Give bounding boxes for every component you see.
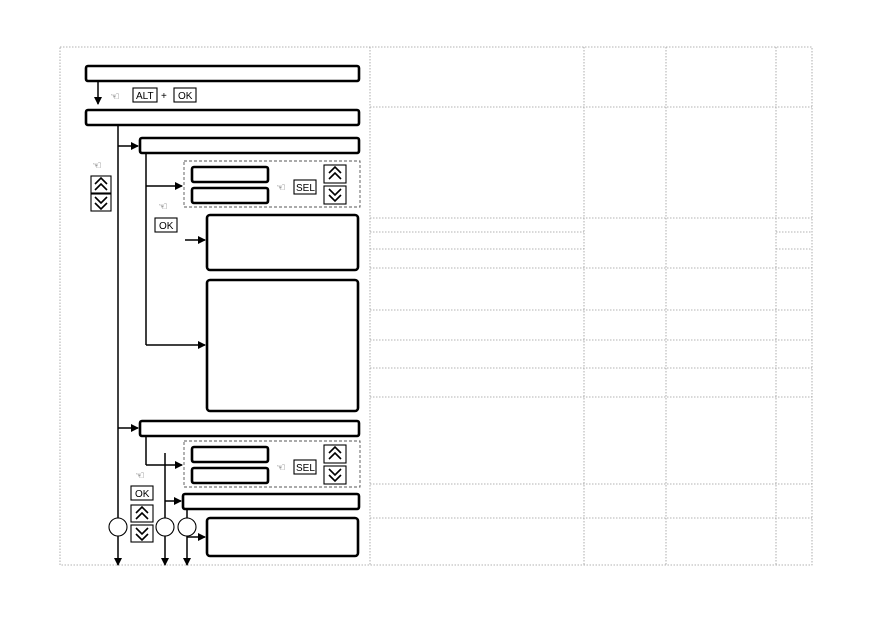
up-double-chevron-icon bbox=[90, 175, 112, 194]
ok-key bbox=[154, 217, 178, 233]
circle-connector-icon bbox=[155, 517, 175, 537]
circle-connector-icon bbox=[177, 517, 197, 537]
selection-group-1 bbox=[183, 160, 361, 208]
menu-box-root bbox=[84, 64, 361, 83]
hand-press-icon: ☜ bbox=[276, 461, 286, 474]
alt-key-label: ALT bbox=[136, 91, 154, 102]
alt-key bbox=[132, 87, 158, 103]
down-double-chevron-icon bbox=[130, 524, 154, 543]
sel-key bbox=[293, 459, 317, 475]
option-box-2a bbox=[190, 445, 270, 464]
menu-box-sub-2 bbox=[138, 419, 361, 438]
option-box-2b bbox=[190, 466, 270, 485]
down-double-chevron-icon bbox=[323, 185, 347, 205]
screen-box-3 bbox=[205, 516, 360, 558]
down-double-chevron-icon bbox=[90, 193, 112, 212]
ok-key-label: OK bbox=[178, 91, 193, 102]
sel-key-label: SEL bbox=[296, 463, 315, 474]
menu-box-sub-3 bbox=[181, 492, 361, 511]
sel-key-label: SEL bbox=[296, 183, 315, 194]
hand-press-icon: ☜ bbox=[92, 159, 102, 172]
screen-box-2 bbox=[205, 278, 360, 413]
sel-key bbox=[293, 179, 317, 195]
ok-key bbox=[173, 87, 197, 103]
up-double-chevron-icon bbox=[323, 444, 347, 464]
hand-press-icon: ☜ bbox=[276, 181, 286, 194]
option-box-1b bbox=[190, 186, 270, 205]
selection-group-2 bbox=[183, 440, 361, 488]
up-double-chevron-icon bbox=[323, 164, 347, 184]
menu-box-main bbox=[84, 108, 361, 127]
flow-lines bbox=[94, 81, 206, 566]
plus-sign: + bbox=[161, 91, 167, 102]
hand-press-icon: ☜ bbox=[135, 469, 145, 482]
screen-box-1 bbox=[205, 213, 360, 272]
option-box-1a bbox=[190, 165, 270, 184]
circle-connector-icon bbox=[108, 517, 128, 537]
up-double-chevron-icon bbox=[130, 504, 154, 523]
hand-press-icon: ☜ bbox=[158, 200, 168, 213]
hand-press-icon: ☜ bbox=[110, 90, 120, 103]
ok-key-label: OK bbox=[159, 221, 174, 232]
down-double-chevron-icon bbox=[323, 465, 347, 485]
menu-box-sub-1 bbox=[138, 136, 361, 155]
table-grid bbox=[59, 46, 813, 566]
ok-key bbox=[130, 485, 154, 501]
ok-key-label: OK bbox=[135, 489, 150, 500]
